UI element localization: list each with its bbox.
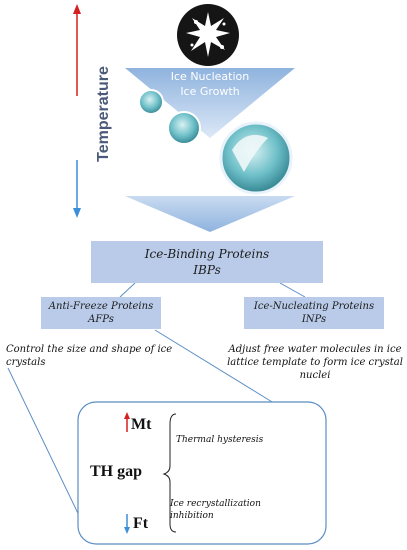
afp-title: Anti-Freeze Proteins bbox=[48, 301, 154, 312]
inp-description: Adjust free water molecules in ice latti… bbox=[227, 344, 403, 381]
recrystallization-label: Ice recrystallization inhibition bbox=[170, 499, 261, 521]
inp-abbr: INPs bbox=[301, 314, 327, 325]
ice-bubble-medium-icon bbox=[167, 111, 201, 145]
arrow-up-icon bbox=[73, 4, 81, 14]
ice-bubble-large-icon bbox=[219, 121, 293, 195]
mt-arrow-icon bbox=[124, 412, 130, 419]
ibp-abbr: IBPs bbox=[193, 263, 221, 277]
ice-crystal-icon bbox=[177, 4, 239, 66]
ibp-title: Ice-Binding Proteins bbox=[144, 247, 270, 261]
mt-label: Mt bbox=[131, 416, 152, 433]
inp-box: Ice-Nucleating Proteins INPs bbox=[244, 297, 384, 329]
temperature-axis bbox=[73, 4, 81, 218]
brace bbox=[162, 413, 177, 533]
ft-arrow-icon bbox=[124, 527, 130, 534]
afp-abbr: AFPs bbox=[88, 314, 114, 325]
nucleation-funnel bbox=[125, 68, 295, 138]
ice-nucleation-label: Ice Nucleation bbox=[170, 70, 250, 83]
inp-title: Ice-Nucleating Proteins bbox=[253, 301, 375, 312]
growth-funnel bbox=[125, 196, 295, 232]
temperature-label: Temperature bbox=[95, 66, 112, 162]
ice-growth-label: Ice Growth bbox=[180, 85, 240, 98]
th-gap-label: TH gap bbox=[90, 463, 143, 480]
thermal-hysteresis-label: Thermal hysteresis bbox=[176, 435, 264, 445]
connector-lines bbox=[7, 282, 306, 531]
th-gap-panel bbox=[77, 401, 327, 545]
arrow-down-icon bbox=[73, 208, 81, 218]
afp-description: Control the size and shape of ice crysta… bbox=[6, 344, 173, 368]
ibp-box: Ice-Binding Proteins IBPs bbox=[91, 241, 323, 283]
ft-label: Ft bbox=[133, 515, 149, 532]
afp-box: Anti-Freeze Proteins AFPs bbox=[41, 297, 161, 329]
ice-bubble-small-icon bbox=[138, 89, 164, 115]
